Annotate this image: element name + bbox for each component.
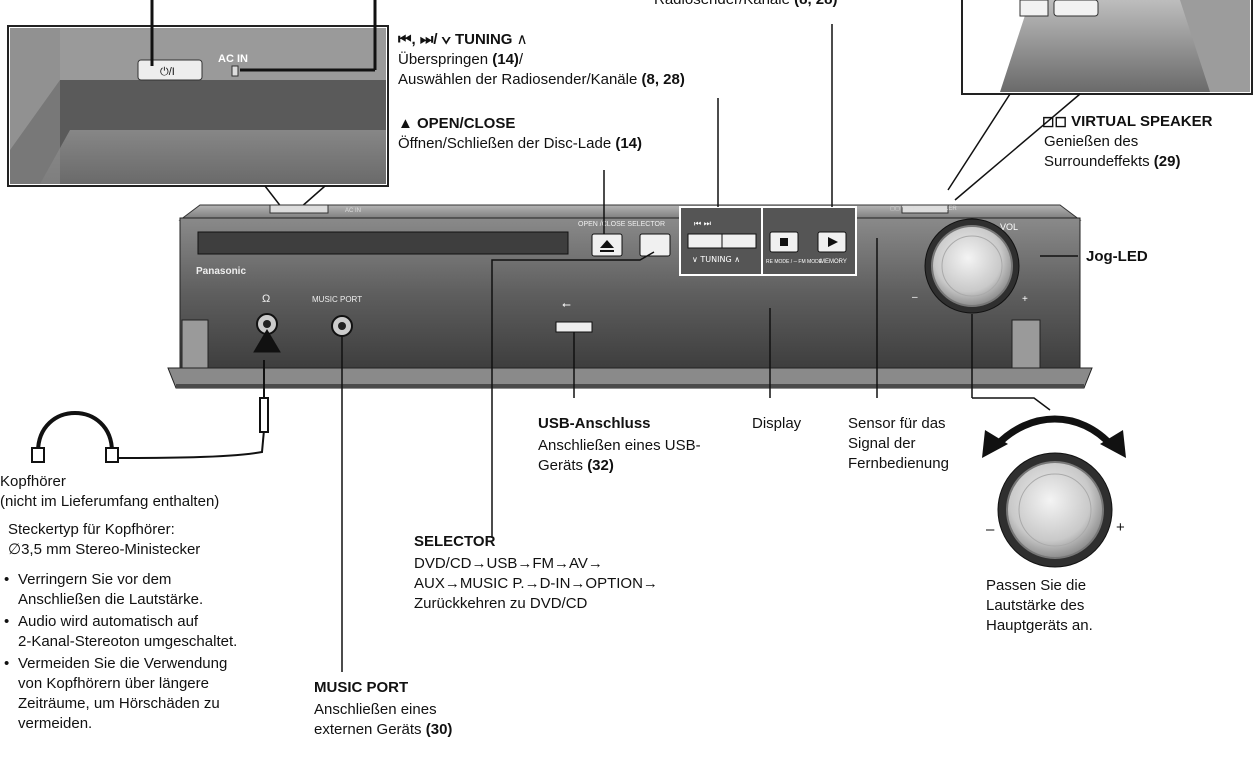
device-vol-minus: – xyxy=(912,292,918,303)
music-port-desc-2: externen Geräts (30) xyxy=(314,721,453,738)
music-port-desc-1: Anschließen eines xyxy=(314,701,437,718)
plug-type-2: ∅3,5 mm Stereo-Ministecker xyxy=(8,541,201,558)
volume-rotation-illustration xyxy=(982,415,1126,568)
headphones-label-2: (nicht im Lieferumfang enthalten) xyxy=(0,493,220,510)
virtual-speaker-desc-2: Surroundeffekts (29) xyxy=(1044,153,1181,170)
headphone-note-1a: Verringern Sie vor dem xyxy=(4,570,171,589)
inset-power-symbol: ⏻/I xyxy=(160,66,175,78)
sensor-line-3: Fernbedienung xyxy=(848,455,949,472)
headphone-note-2b: 2-Kanal-Stereoton umgeschaltet. xyxy=(18,633,238,650)
open-close-title: ▲ OPEN/CLOSE xyxy=(398,115,516,132)
usb-desc-1: Anschließen eines USB- xyxy=(538,437,701,454)
headphone-note-2a: Audio wird automatisch auf xyxy=(4,612,198,631)
display-label: Display xyxy=(752,415,802,432)
sensor-line-2: Signal der xyxy=(848,435,916,452)
device-tuning-small: ∨ TUNING ∧ xyxy=(692,255,740,264)
callout-lines xyxy=(341,24,1078,672)
device-usb-symbol: ⭠ xyxy=(562,298,571,311)
power-zoom-inset: ⏻/I AC IN xyxy=(7,0,389,209)
headphone-note-3c: Zeiträume, um Hörschäden zu xyxy=(18,695,220,712)
top-virtual-small: ◻◻ VIRTUAL SPEAKER xyxy=(890,206,957,212)
usb-desc-2: Geräts (32) xyxy=(538,457,614,474)
volume-minus: – xyxy=(986,521,995,538)
inset-ac-in: AC IN xyxy=(218,53,248,65)
tuning-desc-2: Auswählen der Radiosender/Kanäle (8, 28) xyxy=(398,71,685,88)
headphone-note-3a: Vermeiden Sie die Verwendung xyxy=(4,654,227,673)
selector-title: SELECTOR xyxy=(414,533,496,550)
device-open-close-selector: OPEN /CLOSE SELECTOR xyxy=(578,221,665,228)
device-brand-logo: Panasonic xyxy=(196,266,246,277)
volume-plus: + xyxy=(1116,519,1125,536)
selector-line-3: Zurückkehren zu DVD/CD xyxy=(414,595,588,612)
virtual-speaker-title: ◻◻ VIRTUAL SPEAKER xyxy=(1042,113,1213,130)
headphones-illustration xyxy=(31,329,281,463)
usb-title: USB-Anschluss xyxy=(538,415,651,432)
selector-line-2: AUX→MUSIC P.→D-IN→OPTION→ xyxy=(414,575,658,592)
jog-led-label: Jog-LED xyxy=(1086,248,1148,265)
tuning-desc-1: Überspringen (14)/ xyxy=(398,51,524,68)
device-vol-plus: + xyxy=(1022,294,1028,305)
volume-desc-2: Lautstärke des xyxy=(986,597,1085,614)
volume-desc-3: Hauptgeräts an. xyxy=(986,617,1093,634)
selector-line-1: DVD/CD→USB→FM→AV→ xyxy=(414,555,603,572)
tuning-title: ⏮, ⏭/ ∨ TUNING ∧ xyxy=(398,31,528,48)
virtual-speaker-zoom-inset xyxy=(947,0,1253,201)
volume-desc-1: Passen Sie die xyxy=(986,577,1087,594)
top-ac-in: AC IN xyxy=(345,208,361,214)
virtual-speaker-desc-1: Genießen des xyxy=(1044,133,1139,150)
headphone-note-3d: vermeiden. xyxy=(18,715,93,732)
headphone-note-1b: Anschließen die Lautstärke. xyxy=(18,591,204,608)
svg-text:⏮ ⏭: ⏮ ⏭ xyxy=(694,219,711,228)
headphone-note-3b: von Kopfhörern über längere xyxy=(18,675,209,692)
device-headphone-symbol: Ω xyxy=(262,293,270,305)
plug-type-1: Steckertyp für Kopfhörer: xyxy=(8,521,175,538)
top-partial-label: Radiosender/Kanäle (8, 28) xyxy=(654,0,837,9)
device-fm-mode: RE MODE / ─ FM MODE xyxy=(766,259,823,265)
headphones-label-1: Kopfhörer xyxy=(0,473,66,490)
music-port-title: MUSIC PORT xyxy=(314,679,409,696)
device-vol: VOL xyxy=(1000,222,1018,232)
device-memory: MEMORY xyxy=(820,259,847,265)
main-unit: AC IN ◻◻ VIRTUAL SPEAKER Panasonic Ω MUS… xyxy=(167,204,1093,389)
sensor-line-1: Sensor für das xyxy=(848,415,946,432)
open-close-desc: Öffnen/Schließen der Disc-Lade (14) xyxy=(398,135,643,152)
device-music-port-small: MUSIC PORT xyxy=(312,295,362,304)
